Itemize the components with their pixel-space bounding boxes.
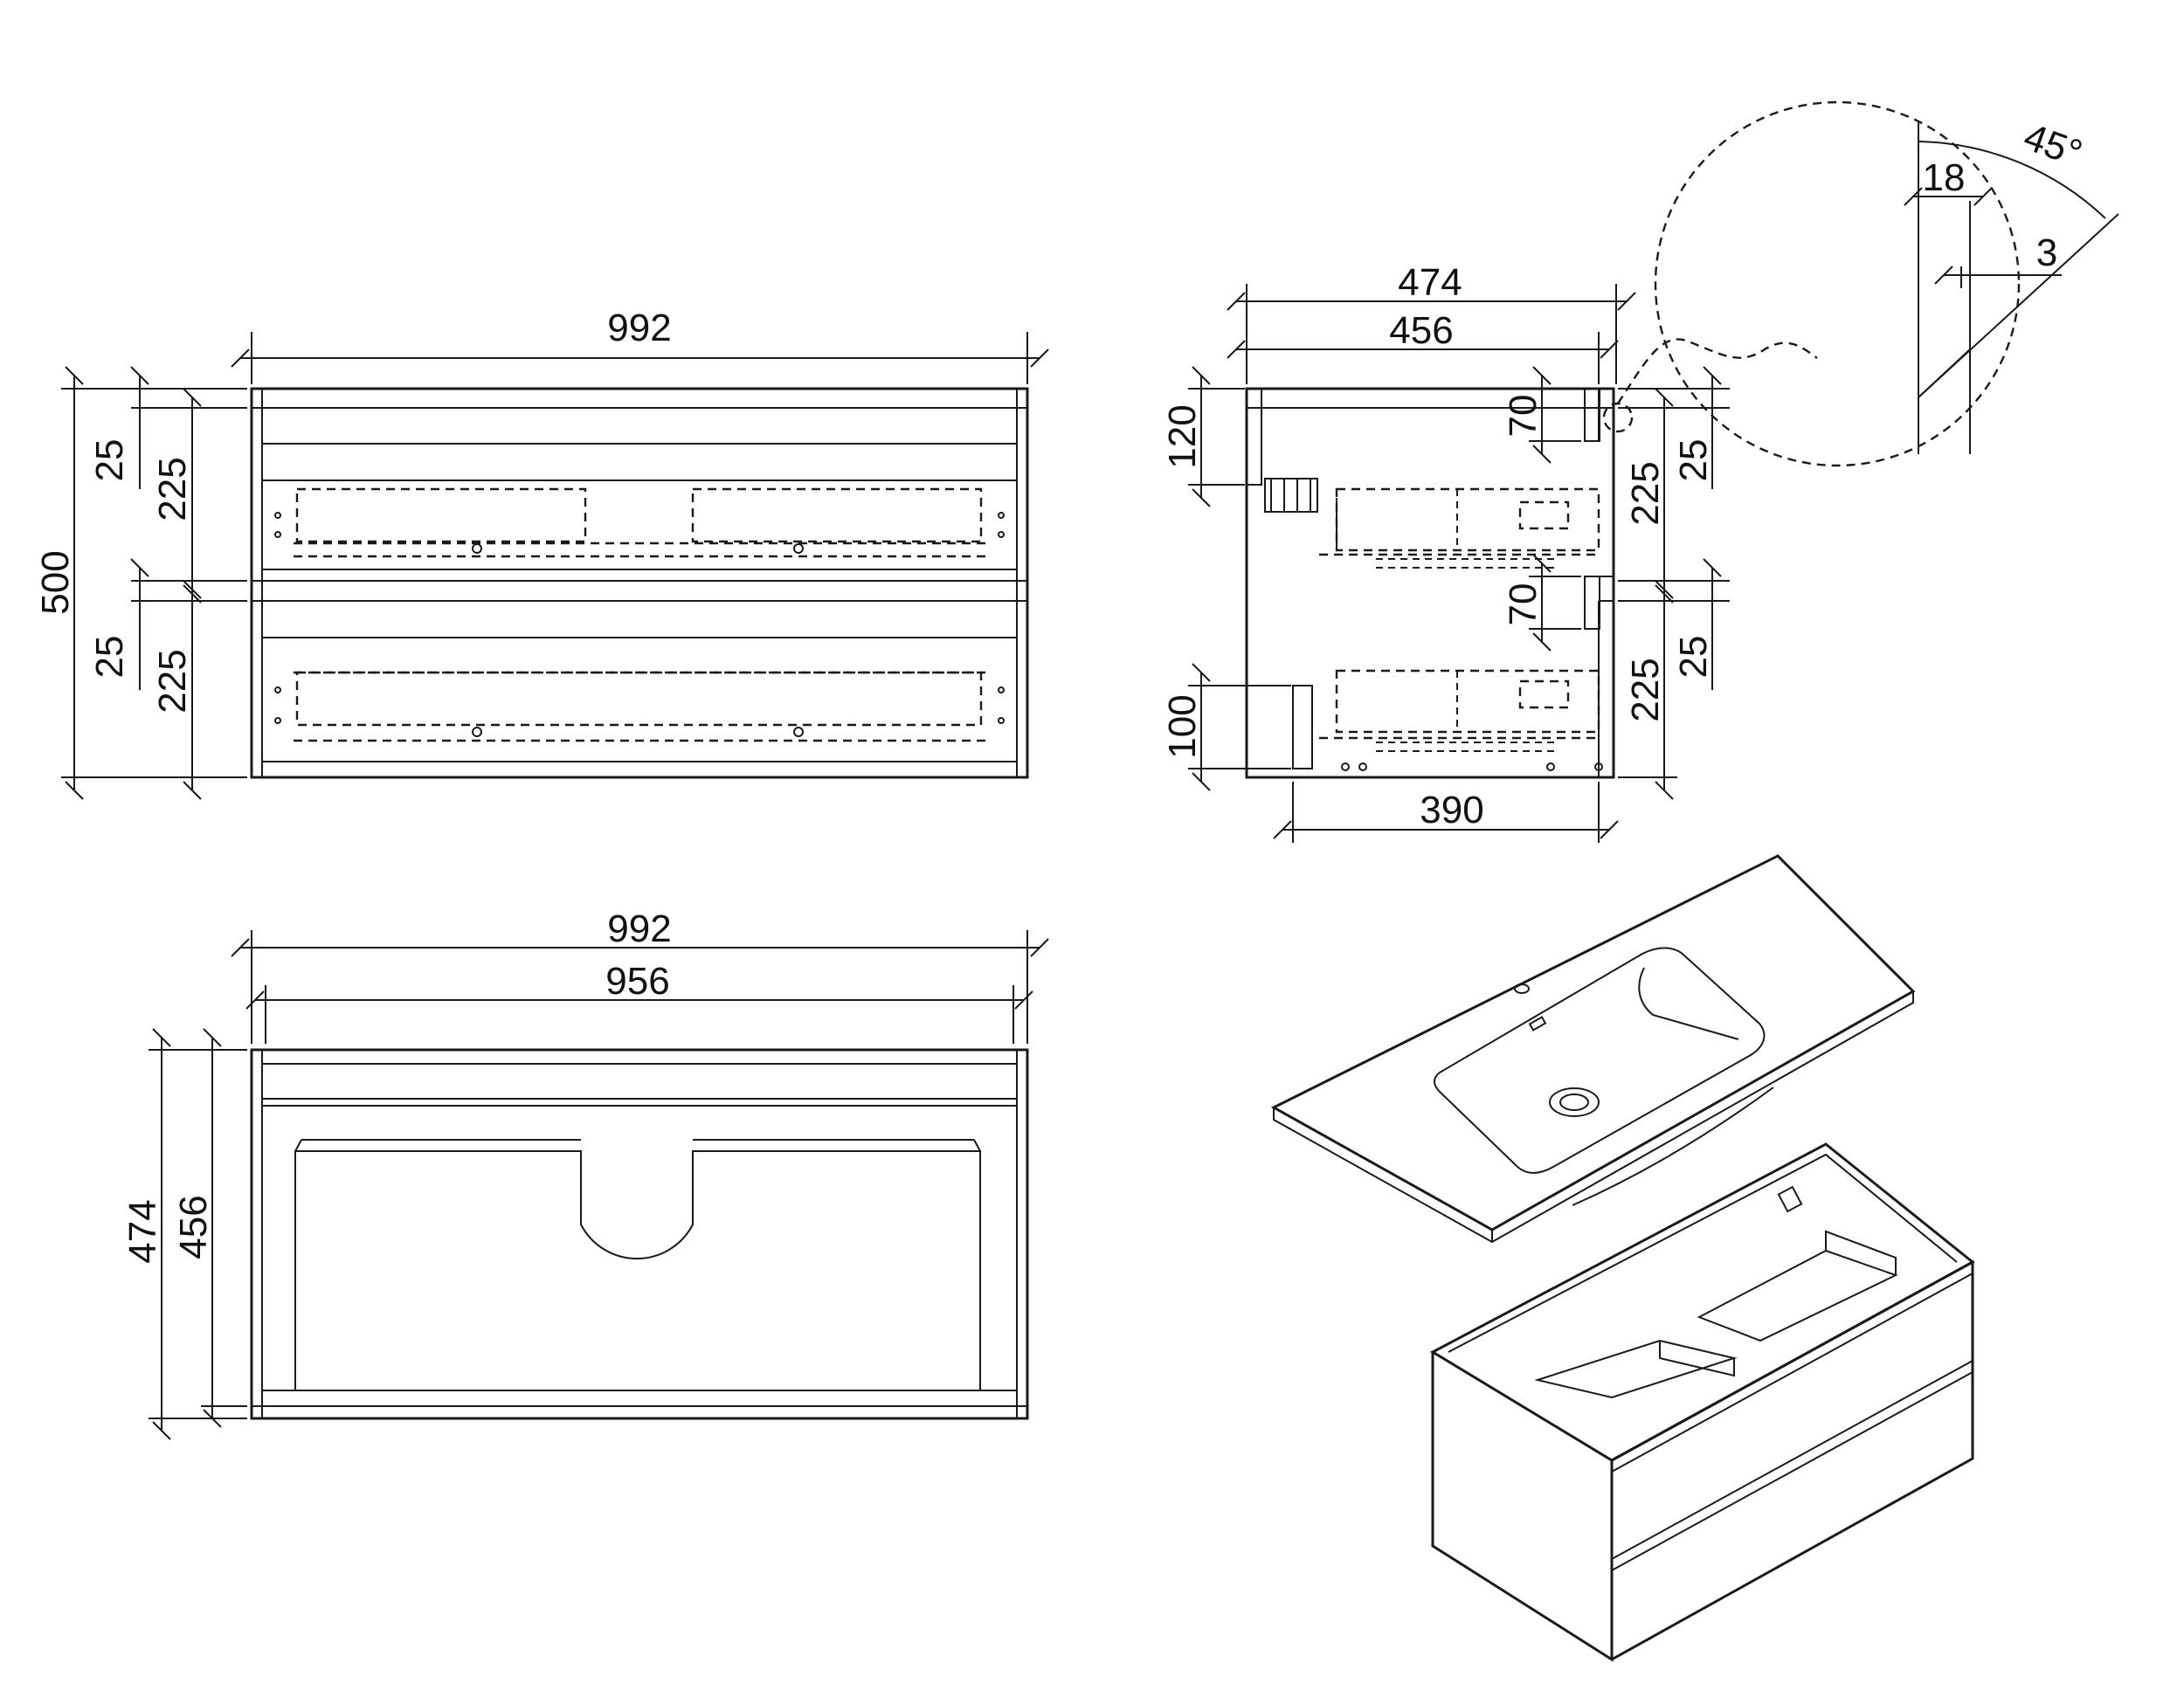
side-depth-inner-label: 456 xyxy=(1389,309,1453,352)
hinge-bracket xyxy=(1777,1185,1803,1213)
side-drawer-top-label: 225 xyxy=(1624,461,1667,525)
top-view: 992 956 474 456 xyxy=(121,907,1049,1440)
side-drawer-bottom-label: 225 xyxy=(1624,658,1667,721)
side-slot-bottom-label: 70 xyxy=(1502,583,1545,626)
side-outline xyxy=(1245,387,1615,779)
front-drawer-top-label: 225 xyxy=(151,457,194,521)
side-drawer-depth-label: 390 xyxy=(1420,789,1483,831)
plumbing-cutout xyxy=(294,1150,981,1390)
side-top-drawer xyxy=(1264,478,1600,569)
detail-circle xyxy=(1654,100,2021,467)
detail-leader xyxy=(1617,338,1818,404)
side-gap-top-label: 25 xyxy=(1672,439,1715,482)
top-width-overall-label: 992 xyxy=(607,907,671,950)
cabinet-outline xyxy=(250,387,1029,779)
top-width-inner-label: 956 xyxy=(605,960,669,1003)
side-bottom-drawer xyxy=(1293,669,1603,779)
side-rail-bottom-label: 100 xyxy=(1161,694,1204,758)
front-height-label: 500 xyxy=(34,550,77,614)
basin-countertop xyxy=(1270,854,1916,1244)
side-view: 474 456 120 70 70 225 25 225 25 xyxy=(1161,261,1730,843)
detail-thickness-label: 18 xyxy=(1923,156,1966,199)
front-drawer-bottom-label: 225 xyxy=(151,649,194,713)
side-slot-top-label: 70 xyxy=(1502,395,1545,438)
top-depth-inner-label: 456 xyxy=(172,1195,215,1259)
front-gap-bottom-label: 25 xyxy=(88,636,131,679)
top-depth-overall-label: 474 xyxy=(121,1199,164,1263)
front-view: 992 500 25 225 25 225 xyxy=(34,307,1049,800)
bottom-drawer-hidden-lines xyxy=(274,671,1005,742)
side-rail-top-label: 120 xyxy=(1161,404,1204,468)
basin-bowl xyxy=(1434,947,1766,1174)
isometric-view xyxy=(1270,854,1975,1662)
tap-hole xyxy=(1514,983,1530,994)
cabinet-isometric xyxy=(1429,1142,1975,1662)
top-outline xyxy=(250,1048,1029,1420)
side-gap-bottom-label: 25 xyxy=(1672,636,1715,679)
detail-offset-label: 3 xyxy=(2036,231,2057,274)
detail-view: 18 3 45° xyxy=(1602,100,2119,467)
front-width-label: 992 xyxy=(607,307,671,349)
side-depth-overall-label: 474 xyxy=(1398,261,1462,304)
front-gap-top-label: 25 xyxy=(88,439,131,482)
top-drawer-hidden-lines xyxy=(274,487,1005,558)
